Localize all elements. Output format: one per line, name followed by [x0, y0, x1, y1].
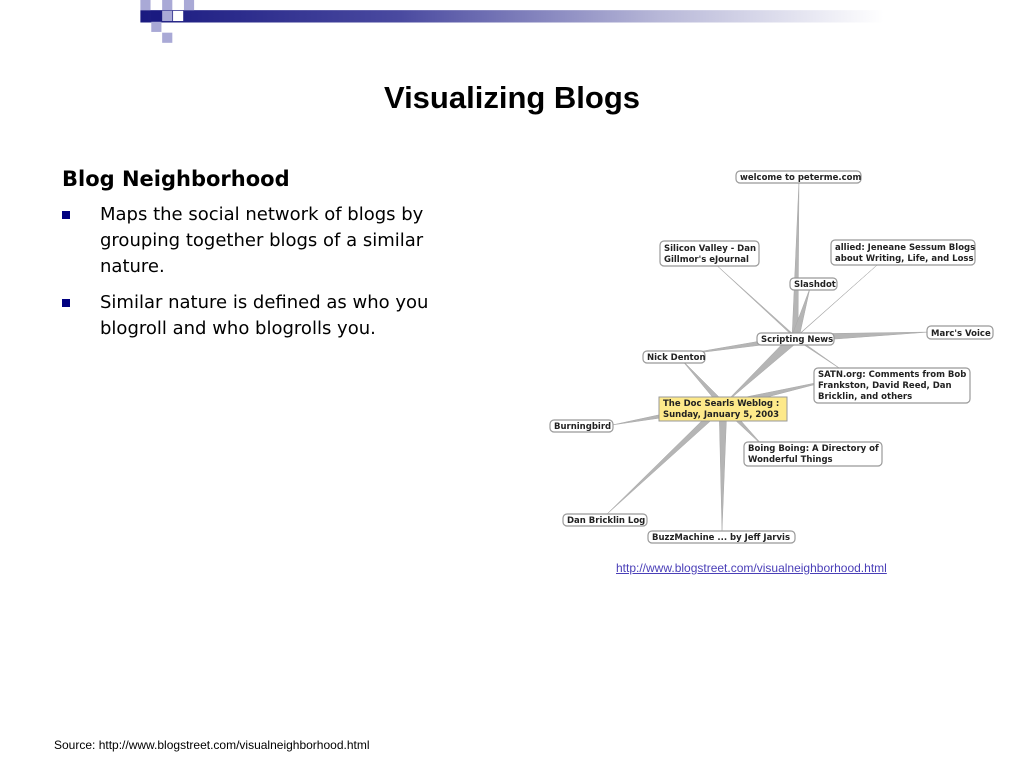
header-gradient-band [140, 10, 884, 23]
section-heading: Blog Neighborhood [62, 167, 290, 191]
node-doc-searls-center[interactable]: The Doc Searls Weblog : Sunday, January … [658, 396, 788, 422]
bullet-text: Similar nature is defined as who you blo… [100, 292, 429, 339]
node-label: Scripting News [761, 335, 833, 345]
bullet-item: Maps the social network of blogs by grou… [62, 202, 492, 280]
node-scripting-news[interactable]: Scripting News [756, 332, 835, 346]
square-bullet-icon [62, 299, 70, 307]
node-nick-denton[interactable]: Nick Denton [642, 350, 706, 364]
slide-title: Visualizing Blogs [383, 80, 641, 115]
node-label: Dan Bricklin Log [567, 516, 645, 526]
node-label: Nick Denton [647, 353, 706, 363]
node-label: Silicon Valley - Dan [664, 244, 756, 254]
node-label: Boing Boing: A Directory of [748, 444, 879, 454]
node-silicon-valley[interactable]: Silicon Valley - Dan Gillmor's eJournal [659, 240, 760, 267]
node-label: welcome to peterme.com [740, 173, 861, 183]
node-label: about Writing, Life, and Loss [835, 254, 974, 264]
node-label: Sunday, January 5, 2003 [663, 410, 779, 420]
square-bullet-icon [62, 211, 70, 219]
bullet-text: Maps the social network of blogs by grou… [100, 204, 424, 277]
node-marcs-voice[interactable]: Marc's Voice [926, 325, 994, 340]
node-label: Burningbird [554, 422, 611, 432]
edge-center-buzz [718, 404, 728, 533]
node-label: Frankston, David Reed, Dan [818, 381, 952, 391]
source-footnote: Source: http://www.blogstreet.com/visual… [54, 738, 370, 752]
bullet-item: Similar nature is defined as who you blo… [62, 290, 492, 342]
node-boing-boing[interactable]: Boing Boing: A Directory of Wonderful Th… [743, 441, 883, 467]
node-label: Slashdot [794, 280, 836, 290]
visual-neighborhood-link[interactable]: http://www.blogstreet.com/visualneighbor… [616, 561, 887, 575]
node-satn[interactable]: SATN.org: Comments from Bob Frankston, D… [813, 367, 971, 404]
node-label: BuzzMachine ... by Jeff Jarvis [652, 533, 790, 543]
node-label: Gillmor's eJournal [664, 255, 749, 265]
graph-nodes: welcome to peterme.com Silicon Valley - … [549, 170, 994, 544]
node-peterme[interactable]: welcome to peterme.com [735, 170, 862, 184]
node-allied[interactable]: allied: Jeneane Sessum Blogs about Writi… [830, 239, 976, 266]
node-label: Wonderful Things [748, 455, 833, 465]
node-burningbird[interactable]: Burningbird [549, 419, 614, 433]
node-label: Bricklin, and others [818, 392, 912, 402]
node-dan-bricklin-log[interactable]: Dan Bricklin Log [562, 513, 648, 527]
node-slashdot[interactable]: Slashdot [789, 277, 838, 291]
node-label: SATN.org: Comments from Bob [818, 370, 966, 380]
blog-neighborhood-diagram: welcome to peterme.com Silicon Valley - … [549, 170, 994, 544]
edge-hub-silicon [712, 261, 798, 341]
edge-hub-peterme [791, 179, 800, 339]
bullet-list: Maps the social network of blogs by grou… [62, 202, 492, 352]
header-decoration [140, 0, 884, 43]
node-buzzmachine[interactable]: BuzzMachine ... by Jeff Jarvis [647, 530, 796, 544]
node-label: Marc's Voice [931, 329, 991, 339]
node-label: The Doc Searls Weblog : [663, 399, 779, 409]
header-checker-squares [140, 0, 195, 43]
node-label: allied: Jeneane Sessum Blogs [835, 243, 975, 253]
